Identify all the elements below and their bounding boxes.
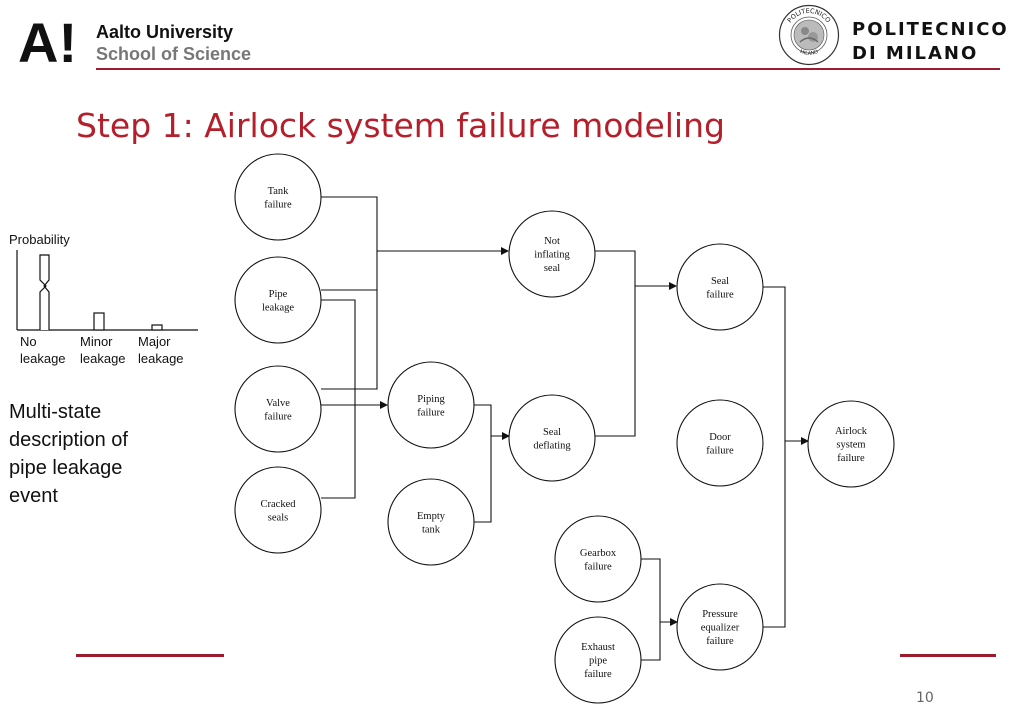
fault-node-label: pipe	[589, 656, 607, 667]
fault-node-label: leakage	[262, 302, 294, 313]
fault-node-circle	[234, 365, 322, 453]
page-number: 10	[916, 690, 934, 706]
fault-node-tank: Tank failure	[234, 153, 322, 241]
fault-node-airlock: Airlock system failure	[807, 400, 895, 488]
inset-category-major-leakage: Major leakage	[138, 334, 184, 366]
fault-node-label: Seal	[711, 276, 729, 287]
fault-node-label: Gearbox	[580, 548, 617, 559]
fault-node-circle	[234, 153, 322, 241]
fault-node-label: Not	[544, 236, 560, 247]
inset-description: Multi-state description of pipe leakage …	[9, 401, 128, 507]
aalto-logo-mark: A!	[18, 16, 77, 64]
fault-node-circle	[676, 583, 764, 671]
footer-rule-right	[900, 654, 996, 657]
fault-node-circle	[387, 361, 475, 449]
fault-tree-connector	[641, 558, 661, 661]
inset-category-minor-leakage: Minor leakage	[80, 334, 126, 366]
fault-node-label: seals	[268, 512, 288, 523]
aalto-school-name: School of Science	[96, 44, 252, 64]
fault-node-label: failure	[264, 199, 292, 210]
fault-node-label: failure	[264, 411, 292, 422]
inset-chart	[16, 250, 198, 331]
fault-tree-connector	[321, 196, 378, 390]
aalto-logo: A!	[18, 16, 77, 64]
fault-node-label: Exhaust	[581, 642, 615, 653]
fault-tree-connector	[763, 286, 786, 628]
fault-node-label: Cracked	[261, 499, 297, 510]
fault-node-label: Door	[709, 432, 731, 443]
fault-node-circle	[387, 478, 475, 566]
fault-node-label: inflating	[534, 250, 570, 261]
fault-node-pressure: Pressure equalizer failure	[676, 583, 764, 671]
fault-node-circle	[807, 400, 895, 488]
polimi-name-line2: DI MILANO	[852, 43, 979, 64]
bar-major-leakage	[151, 324, 163, 331]
fault-node-label: failure	[584, 669, 612, 680]
fault-node-label: failure	[706, 289, 734, 300]
fault-node-circle	[508, 394, 596, 482]
fault-node-door: Door failure	[676, 399, 764, 487]
fault-node-label: failure	[837, 453, 865, 464]
fault-tree-edges	[321, 196, 809, 661]
fault-node-label: deflating	[533, 440, 571, 451]
fault-node-label: tank	[422, 524, 441, 535]
bar-no-leakage	[39, 254, 50, 330]
fault-node-exhaust: Exhaust pipe failure	[554, 616, 642, 704]
fault-node-valve: Valve failure	[234, 365, 322, 453]
fault-node-piping: Piping failure	[387, 361, 475, 449]
fault-node-label: Empty	[417, 511, 446, 522]
fault-node-circle	[508, 210, 596, 298]
fault-node-label: seal	[544, 263, 560, 274]
fault-tree-nodes: TankfailurePipeleakageValvefailureCracke…	[234, 153, 895, 704]
fault-node-label: Pressure	[702, 609, 738, 620]
fault-node-circle	[234, 256, 322, 344]
svg-text:MILANO: MILANO	[799, 49, 820, 57]
fault-node-gearbox: Gearbox failure	[554, 515, 642, 603]
fault-node-label: failure	[584, 561, 612, 572]
footer-rule-left	[76, 654, 224, 657]
header-rule	[96, 68, 1000, 70]
fault-node-circle	[676, 399, 764, 487]
fault-node-notinfl: Not inflating seal	[508, 210, 596, 298]
fault-tree-connector	[595, 250, 636, 437]
fault-node-label: failure	[417, 407, 445, 418]
fault-node-sealdefl: Seal deflating	[508, 394, 596, 482]
fault-tree-connector	[321, 299, 356, 499]
inset-chart-ylabel: Probability	[9, 232, 70, 247]
fault-node-label: failure	[706, 636, 734, 647]
aalto-university-name: Aalto University	[96, 22, 234, 42]
fault-node-circle	[676, 243, 764, 331]
fault-node-label: failure	[706, 445, 734, 456]
fault-node-label: Airlock	[835, 426, 868, 437]
inset-category-no-leakage: No leakage	[20, 334, 66, 366]
fault-node-empty: Empty tank	[387, 478, 475, 566]
fault-node-circle	[554, 616, 642, 704]
polimi-name-line1: POLITECNICO	[852, 19, 1009, 40]
polimi-seal-icon: POLITECNICO MILANO	[778, 4, 840, 66]
fault-node-sealfail: Seal failure	[676, 243, 764, 331]
polimi-name: POLITECNICO DI MILANO	[852, 18, 1009, 66]
fault-node-label: Seal	[543, 427, 561, 438]
fault-node-label: equalizer	[701, 623, 740, 634]
fault-node-circle	[554, 515, 642, 603]
fault-node-label: Pipe	[269, 289, 288, 300]
fault-node-cracked: Cracked seals	[234, 466, 322, 554]
fault-node-label: Piping	[417, 394, 445, 405]
fault-node-circle	[234, 466, 322, 554]
fault-node-label: system	[836, 440, 865, 451]
slide-title: Step 1: Airlock system failure modeling	[76, 106, 725, 145]
fault-node-label: Tank	[268, 186, 290, 197]
fault-node-label: Valve	[266, 398, 290, 409]
fault-node-pipe: Pipe leakage	[234, 256, 322, 344]
bar-minor-leakage	[93, 312, 105, 331]
fault-tree-connector	[474, 404, 492, 523]
